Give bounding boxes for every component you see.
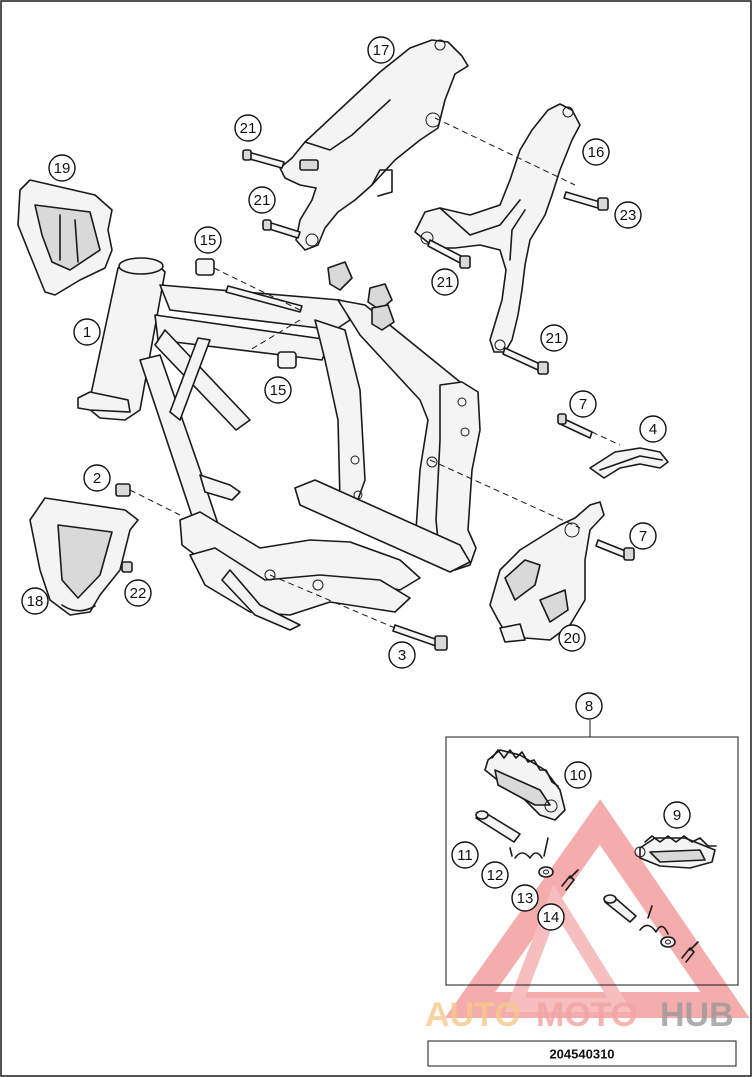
footpeg-kit-parts [475,749,717,963]
callout-label: 3 [398,647,406,664]
footpeg-kit-box [445,736,739,986]
callout-label: 21 [240,120,257,137]
callout-circle [575,692,603,720]
callout-label: 16 [588,144,605,161]
callout-label: 13 [517,890,534,907]
callout-label: 21 [546,330,563,347]
callout-label: 21 [437,274,454,291]
callout-circle [537,903,565,931]
callout-9: 9 [663,801,691,829]
callout-label: 15 [200,232,217,249]
chain-guide-piece-part [589,447,669,479]
callout-21b: 21 [248,186,276,214]
callout-circle [194,226,222,254]
callout-circle [564,761,592,789]
callout-22: 22 [124,579,152,607]
callout-21c: 21 [431,268,459,296]
callout-23: 23 [614,201,642,229]
callout-label: 14 [543,909,560,926]
callout-circle [639,415,667,443]
callout-16: 16 [582,138,610,166]
drawing-number: 204540310 [549,1047,614,1062]
callout-circle [248,186,276,214]
watermark-text: AUTO MOTO HUB [425,996,734,1034]
callout-circle [663,801,691,829]
callout-label: 1 [83,324,91,341]
callout-label: 12 [487,867,504,884]
assembly-lines [129,117,621,737]
callout-10: 10 [564,761,592,789]
callout-circle [558,624,586,652]
subframe-upper-part [279,39,469,251]
callout-circle [73,318,101,346]
callout-label: 18 [27,593,44,610]
callout-circle [431,268,459,296]
callout-circle [614,201,642,229]
callout-circle [569,390,597,418]
callout-3: 3 [388,641,416,669]
callout-label: 19 [54,160,71,177]
callout-circle [481,861,509,889]
subframe-lower-part [414,103,581,353]
callout-label: 23 [620,207,637,224]
callout-20: 20 [558,624,586,652]
callouts-layer: 17 21 19 21 16 23 15 21 1 21 15 7 4 2 7 22 18 20 3 8 10 9 11 12… [21,36,691,931]
watermark-word-hub: HUB [660,996,734,1034]
callout-circle [48,154,76,182]
callout-label: 7 [639,528,647,545]
callout-circle [388,641,416,669]
callout-8: 8 [575,692,603,720]
callout-circle [83,464,111,492]
callout-label: 7 [579,396,587,413]
chain-guide-part [489,501,605,643]
callout-21a: 21 [234,114,262,142]
callout-11: 11 [451,841,479,869]
callout-label: 8 [585,698,593,715]
callout-circle [629,522,657,550]
callout-label: 22 [130,585,147,602]
callout-17: 17 [367,36,395,64]
watermark-logo [444,799,750,1018]
callout-13: 13 [511,884,539,912]
callout-label: 9 [673,807,681,824]
number-plate-part [17,179,113,296]
callout-circle [511,884,539,912]
callout-label: 21 [254,192,271,209]
callout-circle [234,114,262,142]
callout-7a: 7 [569,390,597,418]
callout-4: 4 [639,415,667,443]
callout-label: 17 [373,42,390,59]
callout-label: 11 [457,847,473,864]
callout-19: 19 [48,154,76,182]
callout-circle [21,587,49,615]
frame-guard-part [29,497,139,616]
callout-circle [451,841,479,869]
callout-label: 20 [564,630,581,647]
callout-1: 1 [73,318,101,346]
callout-15a: 15 [194,226,222,254]
fasteners [115,149,635,651]
callout-14: 14 [537,903,565,931]
callout-label: 4 [649,421,657,438]
callout-7b: 7 [629,522,657,550]
callout-label: 10 [570,767,587,784]
callout-2: 2 [83,464,111,492]
watermark-word-moto: MOTO [536,996,637,1034]
callout-circle [582,138,610,166]
callout-circle [540,324,568,352]
callout-12: 12 [481,861,509,889]
drawing-number-box: 204540310 [427,1040,737,1067]
watermark-word-auto: AUTO [425,996,521,1034]
callout-label: 2 [93,470,101,487]
callout-18: 18 [21,587,49,615]
callout-15b: 15 [264,376,292,404]
callout-circle [124,579,152,607]
callout-21d: 21 [540,324,568,352]
callout-circle [264,376,292,404]
callout-label: 15 [270,382,287,399]
callout-circle [367,36,395,64]
main-frame-part [77,257,481,631]
